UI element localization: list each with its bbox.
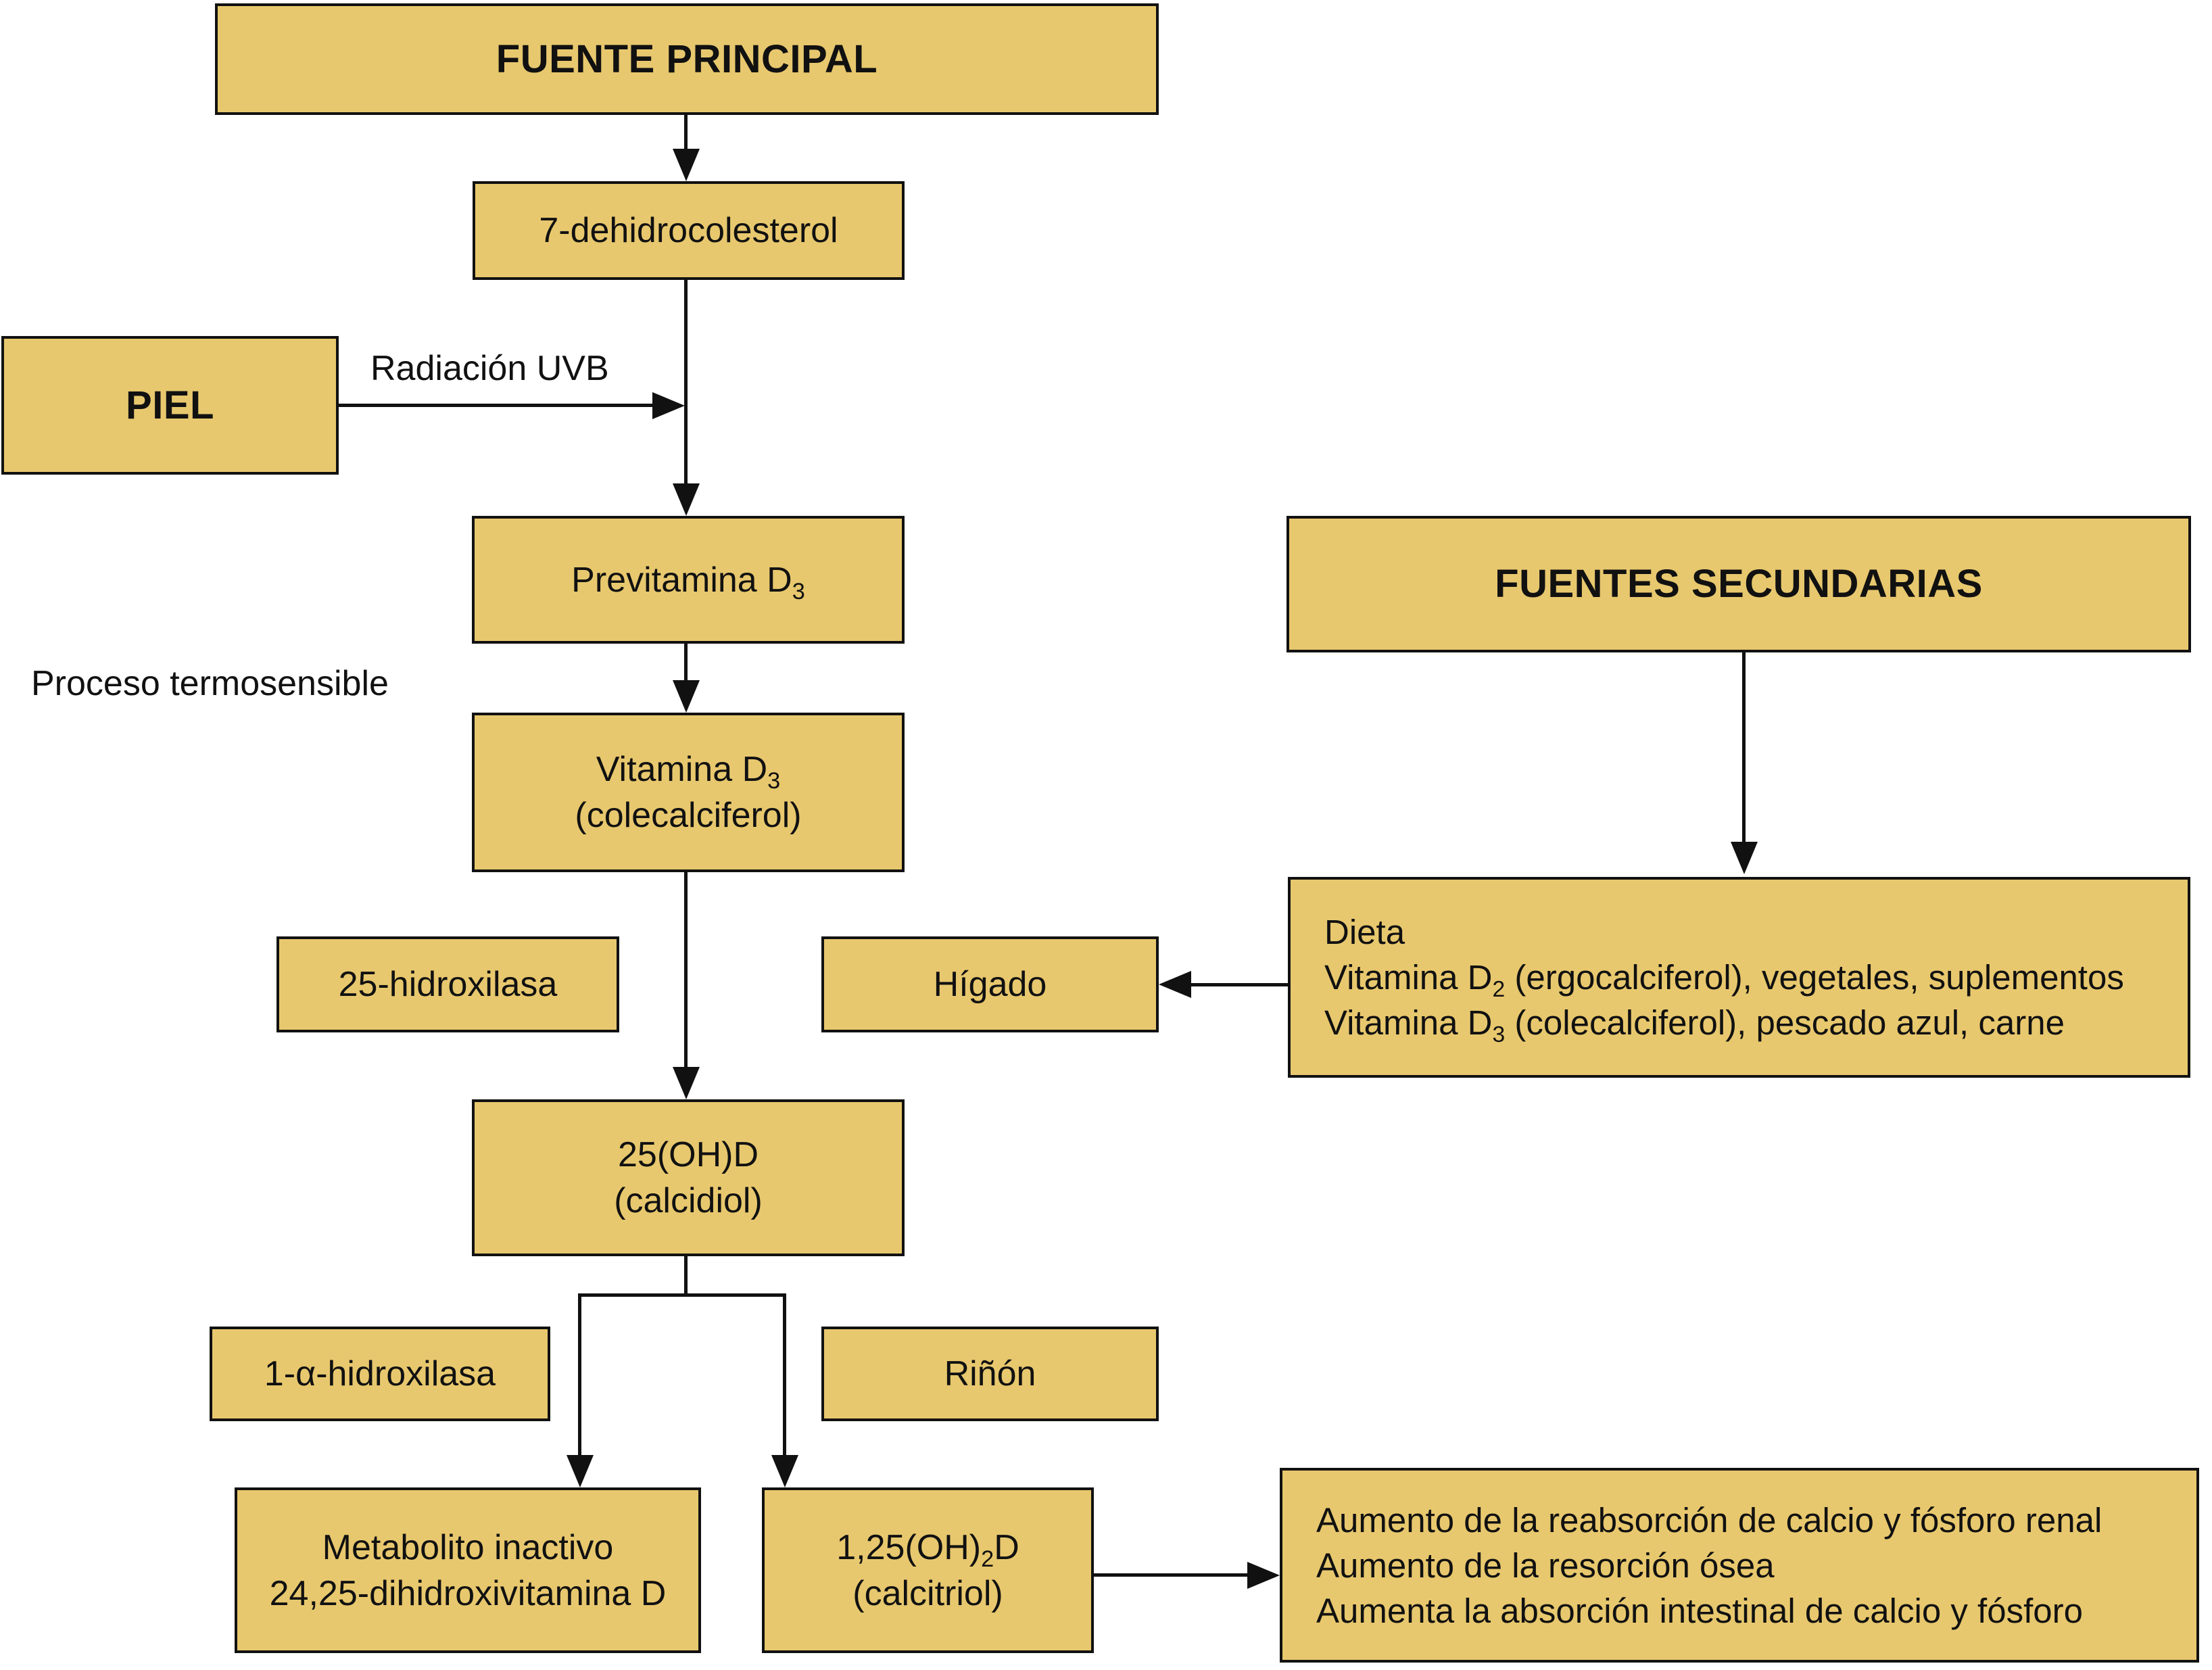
vitamina-d3-subscript: 3: [767, 767, 781, 794]
dieta-line3-subscript: 3: [1492, 1022, 1506, 1047]
vitamina-d3-box: Vitamina D3 (colecalciferol): [472, 713, 905, 872]
dehidro-to-previtamina-arrowhead: [673, 483, 700, 516]
radiacion-uvb-label: Radiación UVB: [370, 349, 609, 388]
alfa-hidroxilasa-label: 1-α-hidroxilasa: [264, 1354, 496, 1393]
calcidiol-line2: (calcidiol): [614, 1181, 763, 1220]
calcitriol-subscript: 2: [981, 1546, 994, 1572]
calcidiol-line1: 25(OH)D: [617, 1135, 759, 1174]
efectos-line2: Aumento de la resorción ósea: [1316, 1546, 1775, 1585]
piel-radiacion-line: [339, 404, 656, 407]
dieta-line2-subscript: 2: [1492, 976, 1506, 1002]
metabolito-inactivo-box: Metabolito inactivo 24,25-dihidroxivitam…: [235, 1487, 701, 1653]
dieta-line2: Vitamina D2 (ergocalciferol), vegetales,…: [1324, 955, 2124, 1002]
vitamina-d3-line1: Vitamina D3: [596, 746, 780, 792]
previtamina-d3-box: Previtamina D3: [472, 516, 905, 644]
fuente-principal-label: FUENTE PRINCIPAL: [496, 37, 878, 81]
split-to-metabolito-arrowhead: [567, 1455, 594, 1487]
piel-box: PIEL: [1, 336, 339, 475]
vitamina-to-calcidiol-line: [684, 872, 688, 1070]
efectos-line1: Aumento de la reabsorción de calcio y fó…: [1316, 1500, 2102, 1540]
proceso-termosensible-label: Proceso termosensible: [31, 664, 389, 703]
dieta-line2-pre: Vitamina D: [1324, 958, 1493, 997]
efectos-box: Aumento de la reabsorción de calcio y fó…: [1280, 1468, 2199, 1663]
metabolito-line1: Metabolito inactivo: [322, 1527, 614, 1567]
dieta-to-higado-line: [1188, 983, 1288, 986]
calcitriol-line2: (calcitriol): [852, 1573, 1003, 1613]
rinon-box: Riñón: [821, 1327, 1159, 1421]
calcitriol-post: D: [994, 1527, 1019, 1567]
dieta-box: Dieta Vitamina D2 (ergocalciferol), vege…: [1288, 877, 2190, 1078]
dieta-line3-post: (colecalciferol), pescado azul, carne: [1505, 1003, 2065, 1042]
dieta-line1: Dieta: [1324, 913, 1405, 951]
calcidiol-split-stem-line: [684, 1256, 688, 1297]
calcidiol-box: 25(OH)D (calcidiol): [472, 1099, 905, 1256]
fuente-to-dehidro-arrowhead: [673, 149, 700, 181]
efectos-line3: Aumenta la absorción intestinal de calci…: [1316, 1591, 2083, 1630]
piel-label: PIEL: [126, 383, 214, 427]
calcidiol-split-horizontal-line: [578, 1293, 786, 1297]
previtamina-to-vitamina-arrowhead: [673, 680, 700, 713]
dieta-line3-pre: Vitamina D: [1324, 1003, 1493, 1042]
dehidro-to-previtamina-line: [684, 280, 688, 486]
rinon-label: Riñón: [944, 1354, 1036, 1393]
split-to-calcitriol-arrowhead: [771, 1455, 798, 1487]
hidroxilasa-25-label: 25-hidroxilasa: [338, 965, 558, 1004]
fuente-to-dehidro-line: [684, 115, 688, 152]
calcitriol-line1: 1,25(OH)2D: [836, 1525, 1019, 1571]
fuentes-to-dieta-arrowhead: [1731, 842, 1758, 874]
alfa-hidroxilasa-box: 1-α-hidroxilasa: [210, 1327, 550, 1421]
fuente-principal-box: FUENTE PRINCIPAL: [215, 3, 1159, 115]
vitamina-d3-line2: (colecalciferol): [575, 796, 802, 835]
split-to-calcitriol-line: [783, 1293, 786, 1456]
dehidrocolesterol-label: 7-dehidrocolesterol: [539, 211, 838, 250]
fuentes-secundarias-box: FUENTES SECUNDARIAS: [1287, 516, 2191, 652]
previtamina-d3-label: Previtamina D3: [571, 557, 805, 603]
fuentes-to-dieta-line: [1742, 652, 1746, 844]
piel-radiacion-arrowhead: [652, 392, 685, 419]
dieta-to-higado-arrowhead: [1159, 971, 1191, 998]
previtamina-d3-subscript: 3: [792, 578, 805, 604]
split-to-metabolito-line: [578, 1293, 581, 1456]
dieta-line2-post: (ergocalciferol), vegetales, suplementos: [1505, 958, 2124, 997]
vitamina-to-calcidiol-arrowhead: [673, 1067, 700, 1099]
higado-box: Hígado: [821, 936, 1159, 1032]
dieta-line3: Vitamina D3 (colecalciferol), pescado az…: [1324, 1000, 2065, 1047]
hidroxilasa-25-box: 25-hidroxilasa: [276, 936, 619, 1032]
calcitriol-pre: 1,25(OH): [836, 1527, 982, 1567]
previtamina-to-vitamina-line: [684, 644, 688, 683]
higado-label: Hígado: [933, 965, 1047, 1004]
calcitriol-box: 1,25(OH)2D (calcitriol): [762, 1487, 1094, 1653]
calcitriol-to-efectos-line: [1094, 1573, 1249, 1577]
calcitriol-to-efectos-arrowhead: [1247, 1562, 1280, 1589]
dehidrocolesterol-box: 7-dehidrocolesterol: [473, 181, 905, 280]
fuentes-secundarias-label: FUENTES SECUNDARIAS: [1495, 562, 1983, 606]
vitamina-d3-text: Vitamina D: [596, 750, 768, 789]
metabolito-line2: 24,25-dihidroxivitamina D: [269, 1573, 667, 1613]
previtamina-d3-text: Previtamina D: [571, 560, 792, 600]
